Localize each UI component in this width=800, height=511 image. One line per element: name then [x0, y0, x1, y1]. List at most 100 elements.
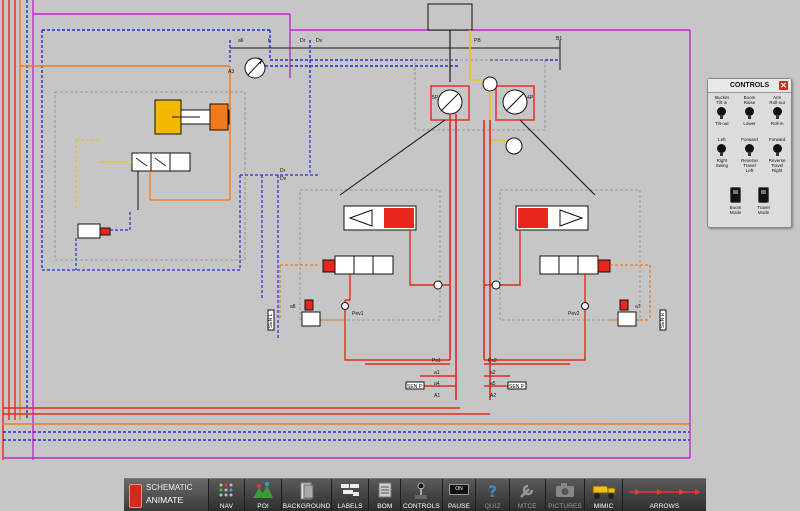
travel-mode-switch[interactable] — [758, 187, 769, 203]
background-label: BACKGROUND — [282, 503, 331, 510]
label-pev2: Pev2 — [568, 311, 580, 317]
travel-right-reverse-label: Reverse — [768, 158, 786, 163]
label-A2: A2 — [490, 393, 496, 399]
arm-label: Arm — [773, 95, 782, 100]
label-a6: a6 — [238, 38, 244, 44]
travel-right-joystick[interactable] — [772, 144, 782, 156]
pictures-button[interactable]: PICTURES — [546, 479, 586, 511]
mtce-button[interactable]: MTCE — [510, 479, 546, 511]
label-pump-left: 5P — [432, 95, 439, 101]
label-a8: a8 — [290, 304, 296, 310]
pictures-label: PICTURES — [548, 503, 582, 510]
mode-switch-row: Boom Mode Travel Mode — [708, 185, 791, 215]
pause-button[interactable]: ON PAUSE — [443, 479, 477, 511]
left-pilot-valve[interactable] — [42, 80, 320, 340]
travel-left-joystick[interactable] — [744, 144, 754, 156]
pause-label: PAUSE — [448, 503, 471, 510]
boom-mode-switch[interactable] — [730, 187, 741, 203]
boom-raise-label: Raise — [743, 100, 756, 105]
arm-control: Arm Roll-out Roll-in — [765, 95, 789, 126]
poi-label: POI — [257, 503, 269, 510]
label-ps2: Ps2 — [488, 358, 497, 364]
bom-label: BOM — [377, 503, 393, 510]
swing-motor[interactable] — [244, 57, 266, 79]
label-a5: a5 — [490, 381, 496, 387]
background-icon — [300, 482, 314, 500]
schematic-animate-toggle[interactable]: SCHEMATIC ANIMATE — [124, 479, 210, 511]
travel-mode-label-2: Mode — [757, 210, 770, 215]
swing-joystick[interactable] — [717, 144, 727, 156]
arrows-button[interactable]: ARROWS — [623, 479, 706, 511]
engine-block — [427, 3, 473, 31]
mtce-label: MTCE — [517, 503, 537, 510]
mimic-button[interactable]: MIMIC — [585, 479, 623, 511]
label-a3: A3 — [228, 69, 234, 75]
label-pb: PB — [474, 38, 481, 44]
close-icon[interactable]: ✕ — [779, 81, 788, 90]
travel-left-side-label: Left — [745, 168, 754, 173]
sen-l-box — [267, 309, 275, 331]
boom-control: Boom Raise Lower — [737, 95, 761, 126]
bucket-joystick[interactable] — [717, 107, 727, 119]
poi-button[interactable]: POI — [245, 479, 283, 511]
nav-icon — [219, 483, 233, 497]
travel-right-side-label: Right — [771, 168, 783, 173]
main-pump-right[interactable] — [495, 85, 535, 121]
label-a4: a4 — [434, 381, 440, 387]
swing-label: Swing — [715, 163, 728, 168]
label-dv2: Dv — [280, 176, 287, 182]
svg-text:?: ? — [488, 482, 497, 500]
label-sen-r: SEN R — [660, 312, 666, 328]
boom-mode-control: Boom Mode — [724, 185, 748, 215]
hydraulic-schematic: a6 b Dr Dv A3 B1 PB 5P 4P Dr Dv a8 a7 Pe… — [2, 0, 691, 460]
label-pump-right: 4P — [527, 95, 534, 101]
arm-joystick[interactable] — [772, 107, 782, 119]
boom-cylinder-right[interactable] — [515, 205, 589, 231]
relief-valve-right[interactable] — [617, 299, 637, 327]
nav-button[interactable]: NAV — [209, 479, 245, 511]
pilot-pump[interactable] — [482, 76, 523, 155]
label-A1: A1 — [434, 393, 440, 399]
controls-title: CONTROLS — [729, 82, 770, 89]
left-control-valve[interactable] — [75, 139, 230, 210]
travel-left-forward-label: Forward — [741, 137, 758, 142]
label-ps1: Ps1 — [432, 358, 441, 364]
quiz-label: QUIZ — [484, 503, 501, 510]
boom-mode-label: Boom — [729, 205, 742, 210]
top-pilot-lines — [20, 13, 690, 200]
background-button[interactable]: BACKGROUND — [282, 479, 332, 511]
joystick-row-2: Left Right Swing Forward Reverse Travel … — [708, 137, 791, 173]
directional-valve-right[interactable] — [539, 255, 611, 275]
bottom-return-lines — [3, 30, 691, 459]
controls-panel: CONTROLS ✕ Bucket Tilt-in Tilt-out Boom … — [707, 78, 792, 228]
directional-valve-left[interactable] — [322, 255, 394, 275]
relief-valve-left[interactable] — [301, 299, 321, 327]
label-b1: B1 — [556, 36, 562, 42]
bucket-cylinder[interactable] — [154, 99, 230, 135]
bom-button[interactable]: BOM — [369, 479, 402, 511]
bucket-tilt-in-label: Tilt-in — [716, 100, 728, 105]
labels-button[interactable]: LABELS — [332, 479, 370, 511]
check-valves — [341, 280, 589, 310]
boom-cylinder-left[interactable] — [343, 205, 417, 231]
mode-schematic-label: SCHEMATIC — [146, 483, 193, 492]
signal-lines — [365, 363, 570, 387]
boom-joystick[interactable] — [744, 107, 754, 119]
boom-label: Boom — [743, 95, 756, 100]
controls-button[interactable]: CONTROLS — [401, 479, 443, 511]
left-trunk-lines — [2, 0, 43, 460]
controls-label: CONTROLS — [402, 503, 440, 510]
boom-mode-label-2: Mode — [729, 210, 742, 215]
sen-p-right — [507, 381, 527, 390]
wrench-icon — [520, 484, 534, 498]
red-mode-icon — [129, 484, 142, 508]
label-sen-p-right: SEN P — [509, 384, 525, 390]
pilot-frame-lines — [54, 59, 641, 321]
bucket-tilt-out-label: Tilt-out — [715, 121, 729, 126]
label-a2: a2 — [490, 370, 496, 376]
mode-animate-label: ANIMATE — [146, 495, 184, 505]
arm-roll-in-label: Roll-in — [770, 121, 784, 126]
bucket-label: Bucket — [714, 95, 729, 100]
label-pev1: Pev1 — [352, 311, 364, 317]
quiz-button[interactable]: ? QUIZ — [476, 479, 511, 511]
